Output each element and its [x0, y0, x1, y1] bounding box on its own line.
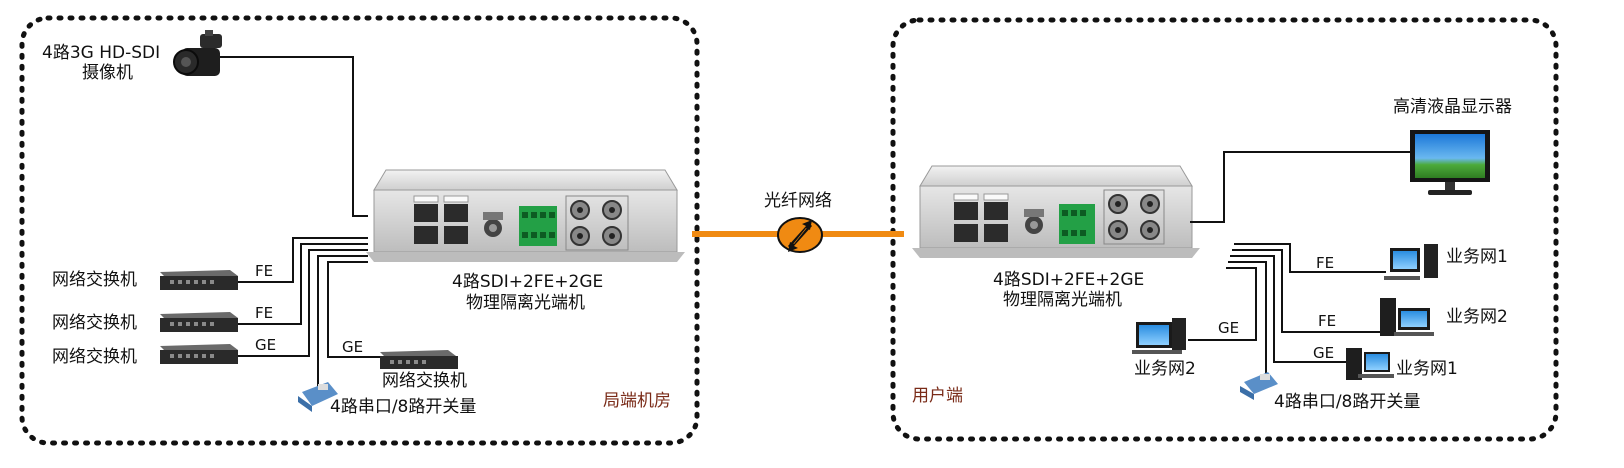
- local-link-fe1: FE: [255, 262, 273, 280]
- local-link-fe2: FE: [255, 304, 273, 322]
- pc-icon: [1384, 244, 1438, 280]
- pc-left-label: 业务网2: [1134, 359, 1196, 379]
- camera-label-line2: 摄像机: [82, 63, 133, 83]
- local-link-ge2: GE: [342, 338, 363, 356]
- local-zone-label: 局端机房: [603, 391, 671, 411]
- pc-icon: [1132, 318, 1186, 354]
- serial-converter-icon: [1240, 372, 1278, 400]
- remote-link-ge: GE: [1218, 319, 1239, 337]
- switch-icon: [380, 350, 458, 369]
- local-zone-border: [19, 15, 700, 446]
- monitor-icon: [1410, 130, 1490, 195]
- fiber-exchange-icon: [777, 217, 823, 253]
- pc-bottom-label: 业务网1: [1396, 359, 1458, 379]
- remote-link-ge2: GE: [1313, 344, 1334, 362]
- local-serial-label: 4路串口/8路开关量: [330, 397, 476, 417]
- local-wires: [215, 56, 380, 397]
- pc-top-label: 业务网1: [1446, 247, 1508, 267]
- remote-link-fe2: FE: [1318, 312, 1336, 330]
- switch3-label: 网络交换机: [52, 347, 137, 367]
- remote-device-label-line1: 4路SDI+2FE+2GE: [993, 270, 1144, 290]
- remote-transceiver-icon: [912, 165, 1200, 258]
- user-zone-label: 用户端: [912, 386, 963, 406]
- remote-wires: [1188, 151, 1410, 387]
- local-transceiver-icon: [366, 169, 685, 262]
- display-label: 高清液晶显示器: [1393, 97, 1512, 117]
- switch-icon: [160, 312, 238, 332]
- switch-icon: [160, 344, 238, 364]
- switch-icon: [160, 270, 238, 290]
- remote-device-label-line2: 物理隔离光端机: [1003, 290, 1122, 310]
- local-device-label-line2: 物理隔离光端机: [466, 293, 585, 313]
- user-zone-border: [890, 17, 1559, 442]
- remote-link-fe1: FE: [1316, 254, 1334, 272]
- camera-icon: [173, 30, 222, 76]
- pc-icon: [1380, 298, 1434, 336]
- remote-serial-label: 4路串口/8路开关量: [1274, 392, 1420, 412]
- local-device-label-line1: 4路SDI+2FE+2GE: [452, 272, 603, 292]
- camera-label-line1: 4路3G HD-SDI: [42, 43, 160, 63]
- switch2-label: 网络交换机: [52, 313, 137, 333]
- switch4-label: 网络交换机: [382, 371, 467, 391]
- serial-converter-icon: [298, 382, 338, 412]
- switch1-label: 网络交换机: [52, 270, 137, 290]
- pc-icon: [1346, 348, 1394, 380]
- pc-mid-label: 业务网2: [1446, 307, 1508, 327]
- fiber-label: 光纤网络: [764, 191, 832, 211]
- local-link-ge1: GE: [255, 336, 276, 354]
